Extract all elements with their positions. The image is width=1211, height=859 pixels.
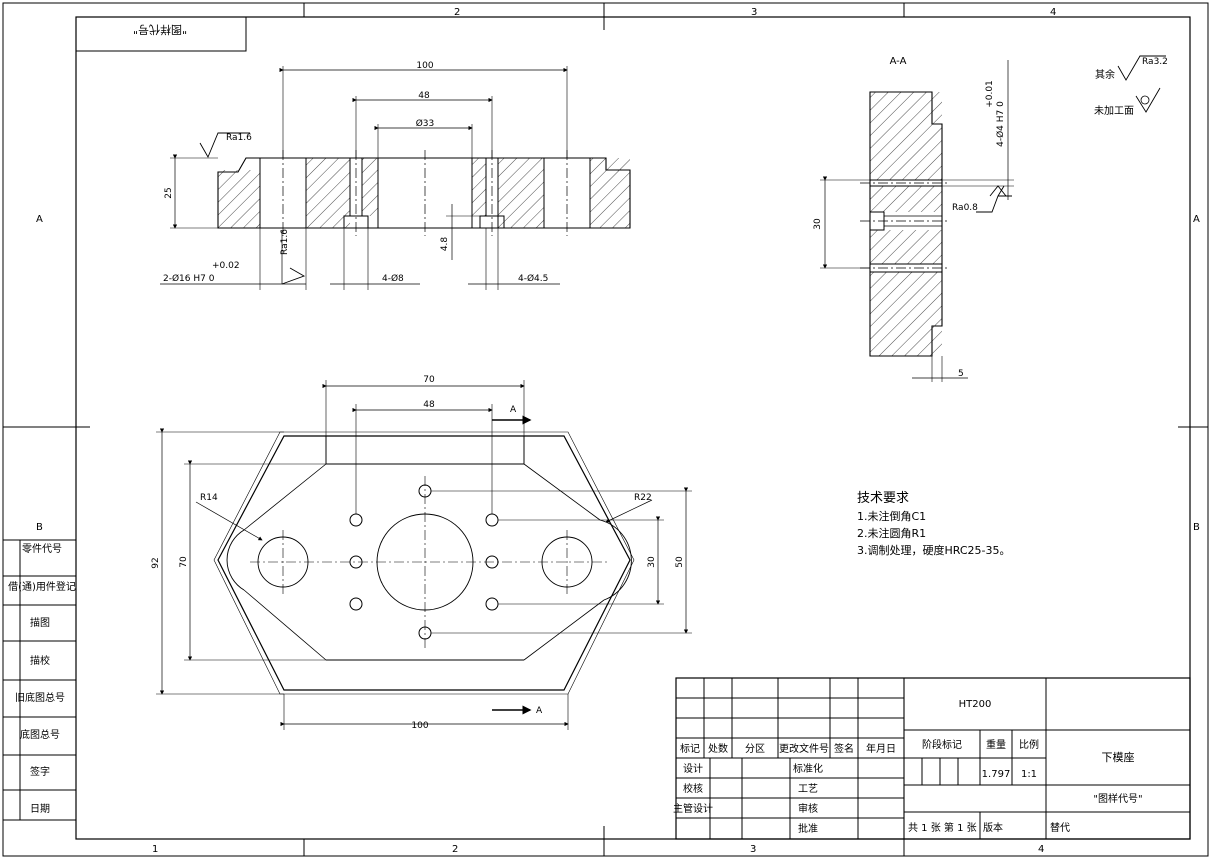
side-row-signature: 签字: [30, 765, 50, 778]
tb-scale: 1:1: [1021, 769, 1037, 780]
plan-view: [156, 380, 692, 730]
plan-section-mark-top: A: [510, 405, 517, 415]
zone-bottom-1: 1: [152, 844, 158, 855]
tb-header-count: 处数: [708, 742, 728, 755]
front-hole-16: 2-Ø16 H7 0: [163, 273, 215, 284]
section-label: A-A: [890, 56, 907, 67]
tb-process: 工艺: [798, 783, 818, 795]
tb-scale-label: 比例: [1019, 738, 1039, 751]
tech-item-1: 1.未注倒角C1: [857, 509, 926, 523]
tb-review: 审核: [798, 802, 818, 815]
tb-stage-label: 阶段标记: [922, 738, 962, 751]
section-hole-4: 4-Ø4 H7 0: [995, 101, 1006, 147]
tb-weight-label: 重量: [986, 738, 1006, 751]
front-dim-48: 48: [418, 91, 430, 101]
tb-version: 版本: [983, 821, 1003, 834]
surface-rest-ra: Ra3.2: [1142, 57, 1168, 67]
tb-chief: 主管设计: [673, 802, 713, 815]
front-roughness-hole: Ra1.6: [280, 229, 290, 255]
plan-r14: R14: [200, 493, 218, 503]
plan-dim-92: 92: [151, 557, 161, 568]
zone-top-4: 4: [1050, 7, 1056, 18]
title-block: [675, 677, 1191, 840]
tb-header-sign: 签名: [834, 742, 854, 755]
tb-header-date: 年月日: [866, 742, 896, 755]
tb-part-name: 下模座: [1102, 750, 1135, 764]
section-roughness: Ra0.8: [952, 203, 978, 213]
drawing-number-stamp-box: [75, 16, 247, 52]
surface-rest-label: 其余: [1095, 68, 1115, 81]
front-dim-100: 100: [416, 61, 433, 71]
tb-header-zone: 分区: [745, 743, 765, 755]
tb-weight: 1.797: [982, 769, 1011, 780]
side-table: [2, 539, 77, 821]
zone-left-b: B: [36, 522, 43, 533]
tb-check: 校核: [683, 782, 703, 795]
tb-standard: 标准化: [793, 762, 823, 775]
tb-sheets: 共 1 张 第 1 张: [908, 821, 977, 834]
tech-title: 技术要求: [857, 491, 909, 506]
plan-dim-50: 50: [675, 556, 685, 568]
side-row-part-code: 零件代号: [22, 543, 62, 555]
tb-header-doc: 更改文件号: [779, 742, 829, 755]
tb-header-mark: 标记: [680, 743, 700, 755]
front-roughness-top: Ra1.6: [226, 133, 252, 143]
zone-top-3: 3: [751, 7, 757, 18]
zone-right-a: A: [1193, 214, 1200, 225]
surface-unmachined: 未加工面: [1094, 105, 1134, 117]
front-dim-phi33: Ø33: [416, 118, 435, 129]
drawing-number-stamp: "图样代号": [133, 23, 187, 37]
side-row-trace-check: 描校: [30, 654, 50, 667]
zone-bottom-3: 3: [750, 844, 756, 855]
zone-bottom-4: 4: [1038, 844, 1044, 855]
surface-notes: [1117, 55, 1166, 113]
tech-item-2: 2.未注圆角R1: [857, 526, 926, 540]
front-tol-plus: +0.02: [212, 261, 240, 271]
section-dim-5: 5: [958, 369, 964, 379]
front-dim-25: 25: [164, 187, 174, 198]
plan-dim-70-top: 70: [423, 375, 435, 385]
front-view: [160, 66, 631, 290]
zone-top-2: 2: [454, 7, 460, 18]
front-hole-8: 4-Ø8: [382, 273, 404, 284]
side-row-borrowed: 借(通)用件登记: [8, 580, 76, 593]
tb-material: HT200: [959, 699, 992, 710]
side-row-date: 日期: [30, 803, 50, 815]
tb-approve: 批准: [798, 822, 818, 835]
side-row-base: 底图总号: [20, 728, 60, 741]
side-row-old-base: 旧底图总号: [15, 691, 65, 704]
front-hole-45: 4-Ø4.5: [518, 273, 548, 284]
section-view: [820, 60, 1014, 382]
plan-dim-100-bottom: 100: [411, 721, 428, 731]
front-dim-4: 4.8: [440, 237, 450, 252]
side-row-tracing: 描图: [30, 616, 50, 629]
plan-section-mark-bottom: A: [536, 706, 543, 716]
plan-dim-70-side: 70: [179, 556, 189, 568]
tb-replace: 替代: [1050, 821, 1070, 834]
section-tol-plus: +0.01: [985, 80, 995, 108]
tb-design: 设计: [683, 762, 703, 775]
plan-r22: R22: [634, 493, 652, 503]
plan-dim-48: 48: [423, 400, 435, 410]
section-dim-30: 30: [813, 218, 823, 230]
plan-dim-30: 30: [647, 556, 657, 568]
zone-bottom-2: 2: [452, 844, 458, 855]
tb-drawing-no: "图样代号": [1093, 792, 1142, 805]
zone-right-b: B: [1193, 522, 1200, 533]
tech-item-3: 3.调制处理，硬度HRC25-35。: [857, 543, 1011, 557]
zone-left-a: A: [36, 214, 43, 225]
